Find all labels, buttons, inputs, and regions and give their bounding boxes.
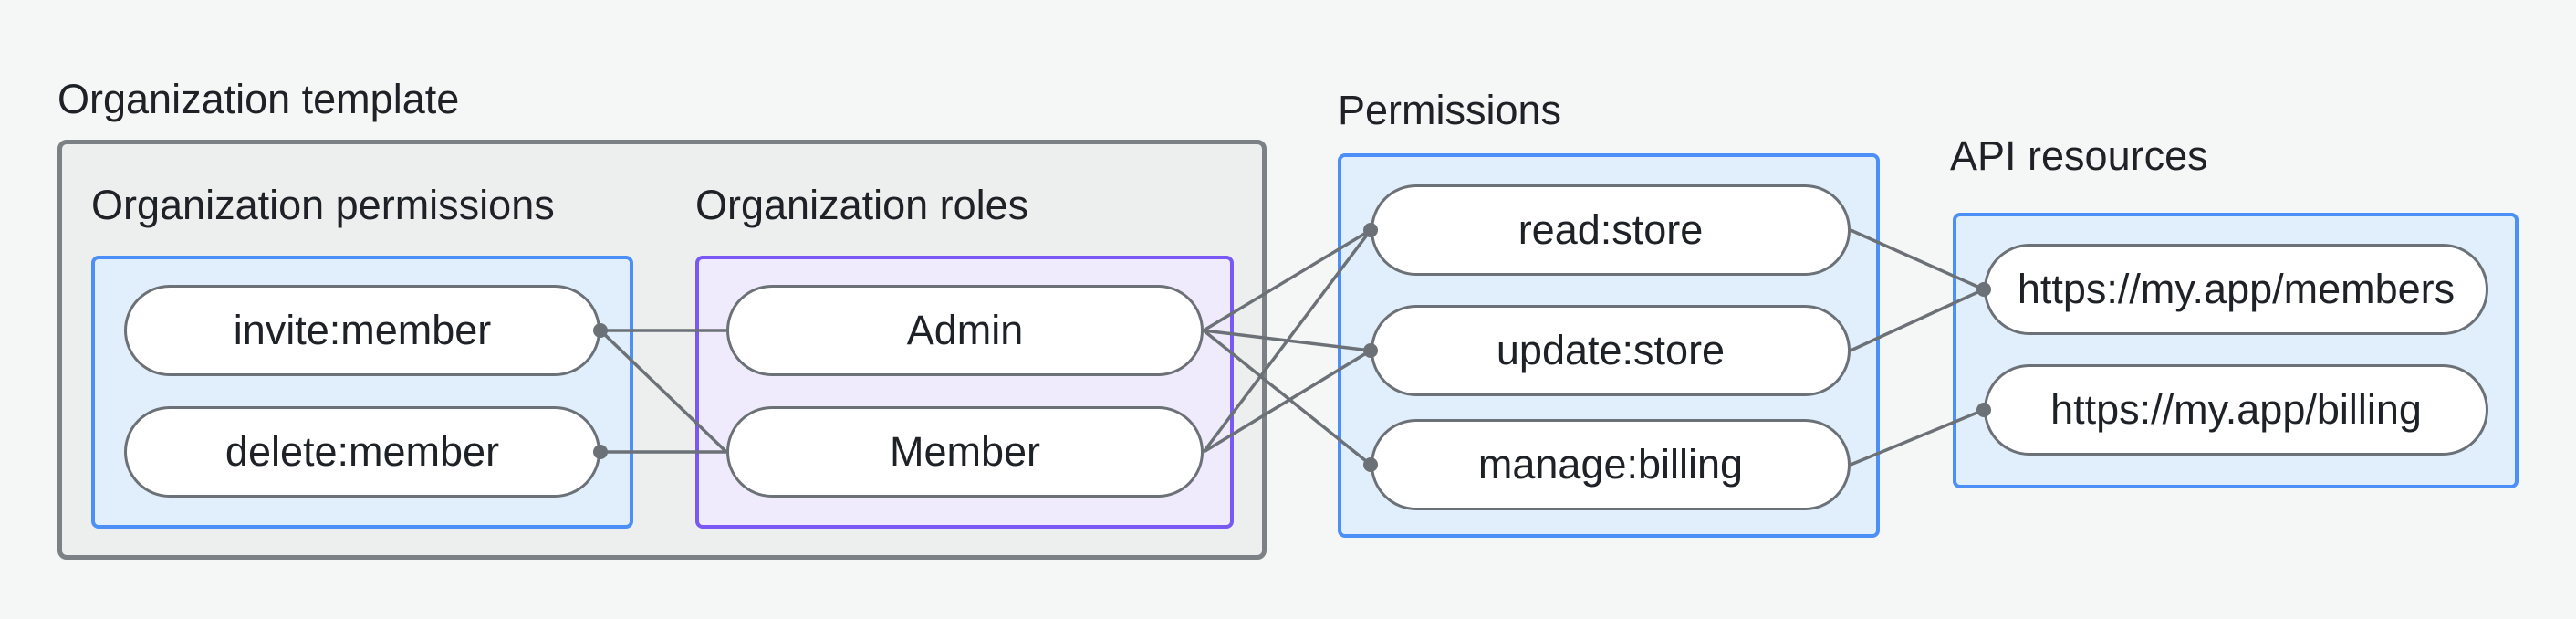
pill-api-members-url: https://my.app/members xyxy=(1984,244,2488,335)
pill-api-billing-url: https://my.app/billing xyxy=(1984,364,2488,456)
org-permissions-box: invite:member delete:member xyxy=(91,256,633,529)
org-roles-label: Organization roles xyxy=(695,182,1029,228)
permissions-label: Permissions xyxy=(1338,87,1562,133)
pill-update-store: update:store xyxy=(1371,305,1851,396)
pill-admin-role: Admin xyxy=(726,285,1204,376)
pill-member-role: Member xyxy=(726,406,1204,498)
org-roles-box: Admin Member xyxy=(695,256,1234,529)
pill-manage-billing: manage:billing xyxy=(1371,419,1851,510)
pill-invite-member: invite:member xyxy=(124,285,600,376)
api-resources-label: API resources xyxy=(1950,132,2208,179)
api-resources-box: https://my.app/members https://my.app/bi… xyxy=(1953,213,2519,488)
org-template-label: Organization template xyxy=(57,76,460,122)
pill-delete-member: delete:member xyxy=(124,406,600,498)
org-permissions-label: Organization permissions xyxy=(91,182,555,228)
pill-read-store: read:store xyxy=(1371,184,1851,276)
permissions-box: read:store update:store manage:billing xyxy=(1338,153,1880,538)
